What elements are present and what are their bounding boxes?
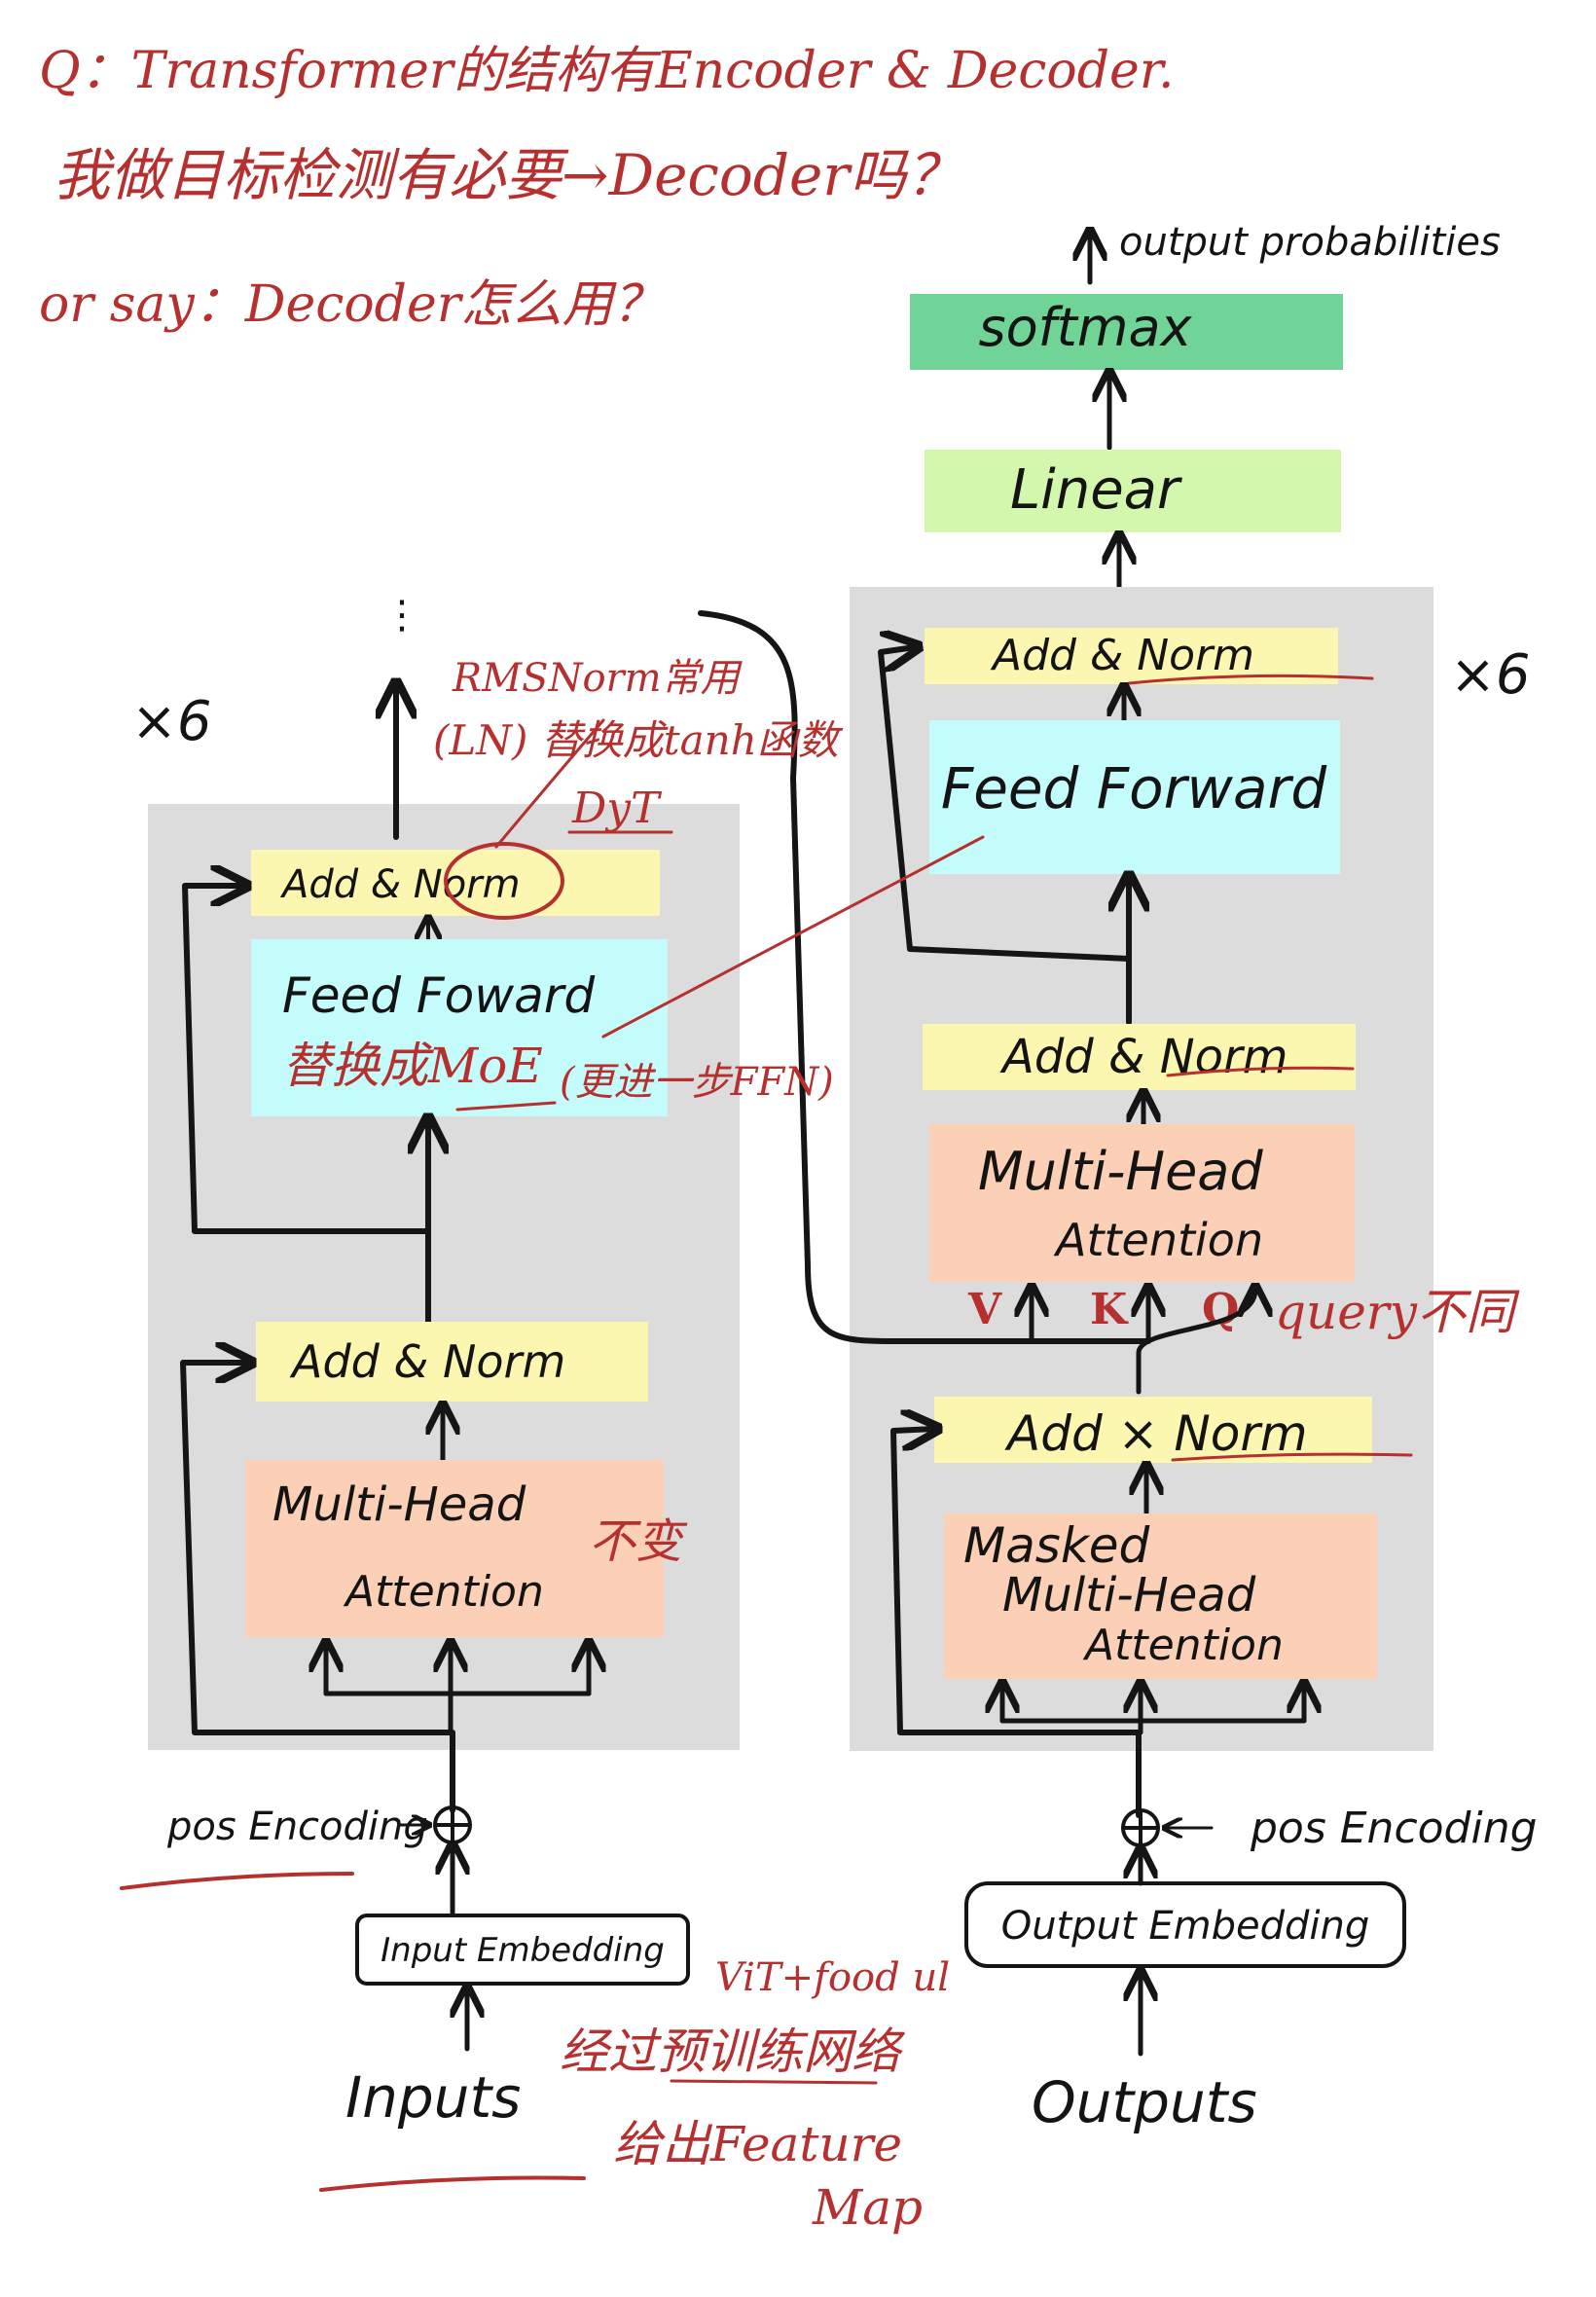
- encoder-add-norm-bottom-label: Add & Norm: [289, 1335, 565, 1388]
- output-probabilities-label: output probabilities: [1119, 220, 1501, 265]
- decoder-v-label: V: [967, 1285, 1002, 1334]
- encoder-add-norm-bottom: [256, 1322, 648, 1402]
- pretrained-note-2: 给出Feature: [613, 2116, 902, 2172]
- dyt-note: DyT: [571, 784, 663, 833]
- encoder-attention-box: [245, 1460, 664, 1637]
- rmsnorm-note: RMSNorm常用: [452, 656, 744, 701]
- encoder-residual-bottom: [180, 1363, 455, 1813]
- output-embedding-label: Output Embedding: [1001, 1904, 1370, 1949]
- decoder-add-norm-bottom-label: Add × Norm: [1004, 1405, 1308, 1462]
- decoder-pos-encoding-label: pos Encoding: [1250, 1804, 1538, 1853]
- outputs-label: Outputs: [1032, 2069, 1257, 2135]
- moe-underline: [455, 1101, 557, 1112]
- decoder-masked-attention-label: Attention: [1082, 1621, 1284, 1670]
- pretrained-note-3: Map: [812, 2179, 923, 2236]
- decoder-add-norm-mid-underline: [1166, 1066, 1355, 1077]
- pretrained-note-1: 经过预训练网络: [560, 2024, 906, 2080]
- encoder-memory-path: [698, 610, 1151, 1345]
- encoder-moe-note: 替换成MoE: [282, 1038, 543, 1094]
- output-embedding-box: [964, 1881, 1406, 1968]
- decoder-attention-label: Attention: [1053, 1214, 1263, 1266]
- norm-circle: [444, 842, 564, 920]
- encoder-attention-note: 不变: [589, 1514, 688, 1569]
- ln-tanh-note: (LN) 替换成tanh函数: [433, 716, 844, 764]
- decoder-multi-head-label: Multi-Head: [978, 1141, 1263, 1202]
- linear-label: Linear: [1010, 458, 1182, 522]
- ffn-leader: [601, 835, 985, 1039]
- input-embedding-box: [355, 1914, 690, 1986]
- encoder-dots: ⋮: [382, 593, 421, 638]
- ffn-note: (更进一步FFN): [560, 1060, 834, 1105]
- question-line-1: Q：Transformer的结构有Encoder & Decoder.: [39, 42, 1174, 100]
- encoder-pos-underline: [120, 1872, 354, 1890]
- encoder-feed-forward-label: Feed Foward: [282, 967, 595, 1024]
- encoder-repeat: ×6: [131, 690, 212, 753]
- decoder-residual-bottom: [890, 1429, 1142, 1818]
- encoder-feed-forward-box: [251, 939, 668, 1116]
- decoder-masked-multi-head-label: Multi-Head: [1002, 1568, 1256, 1622]
- question-line-3: or say：Decoder怎么用？: [39, 275, 664, 334]
- decoder-cross-attention-box: [929, 1124, 1355, 1282]
- input-embedding-label: Input Embedding: [381, 1931, 665, 1970]
- encoder-attention-label: Attention: [343, 1567, 544, 1617]
- decoder-feed-forward-box: [929, 720, 1340, 874]
- decoder-add-norm-bottom: [934, 1397, 1372, 1463]
- decoder-add-norm-top-underline: [1127, 674, 1374, 685]
- vit-note: ViT+food ul: [715, 1955, 950, 2000]
- decoder-masked-label: Masked: [963, 1517, 1150, 1574]
- decoder-add-norm-mid: [923, 1024, 1356, 1090]
- decoder-masked-attention-box: [944, 1513, 1377, 1679]
- question-line-2: 我做目标检测有必要→Decoder吗？: [54, 142, 962, 208]
- inputs-label: Inputs: [345, 2064, 521, 2131]
- decoder-add-norm-top-label: Add & Norm: [990, 631, 1254, 680]
- linear-box: [925, 450, 1341, 532]
- inputs-underline: [319, 2175, 586, 2192]
- encoder-multi-head-label: Multi-Head: [272, 1477, 526, 1532]
- decoder-add-norm-mid-label: Add & Norm: [999, 1030, 1288, 1084]
- encoder-add-norm-top-label: Add & Norm: [279, 862, 521, 907]
- decoder-q-arrow: [1136, 1290, 1255, 1395]
- pretrained-underline: [670, 2079, 878, 2085]
- decoder-repeat: ×6: [1450, 643, 1531, 707]
- decoder-feed-forward-label: Feed Forward: [941, 755, 1327, 821]
- decoder-k-label: K: [1090, 1285, 1129, 1334]
- decoder-add-norm-bottom-underline: [1171, 1452, 1413, 1462]
- softmax-label: softmax: [978, 297, 1192, 358]
- norm-circle-leader: [494, 718, 605, 849]
- softmax-box: [910, 294, 1343, 370]
- encoder-pos-encoding-label: pos Encoding: [166, 1805, 428, 1849]
- decoder-query-note: query不同: [1275, 1284, 1520, 1340]
